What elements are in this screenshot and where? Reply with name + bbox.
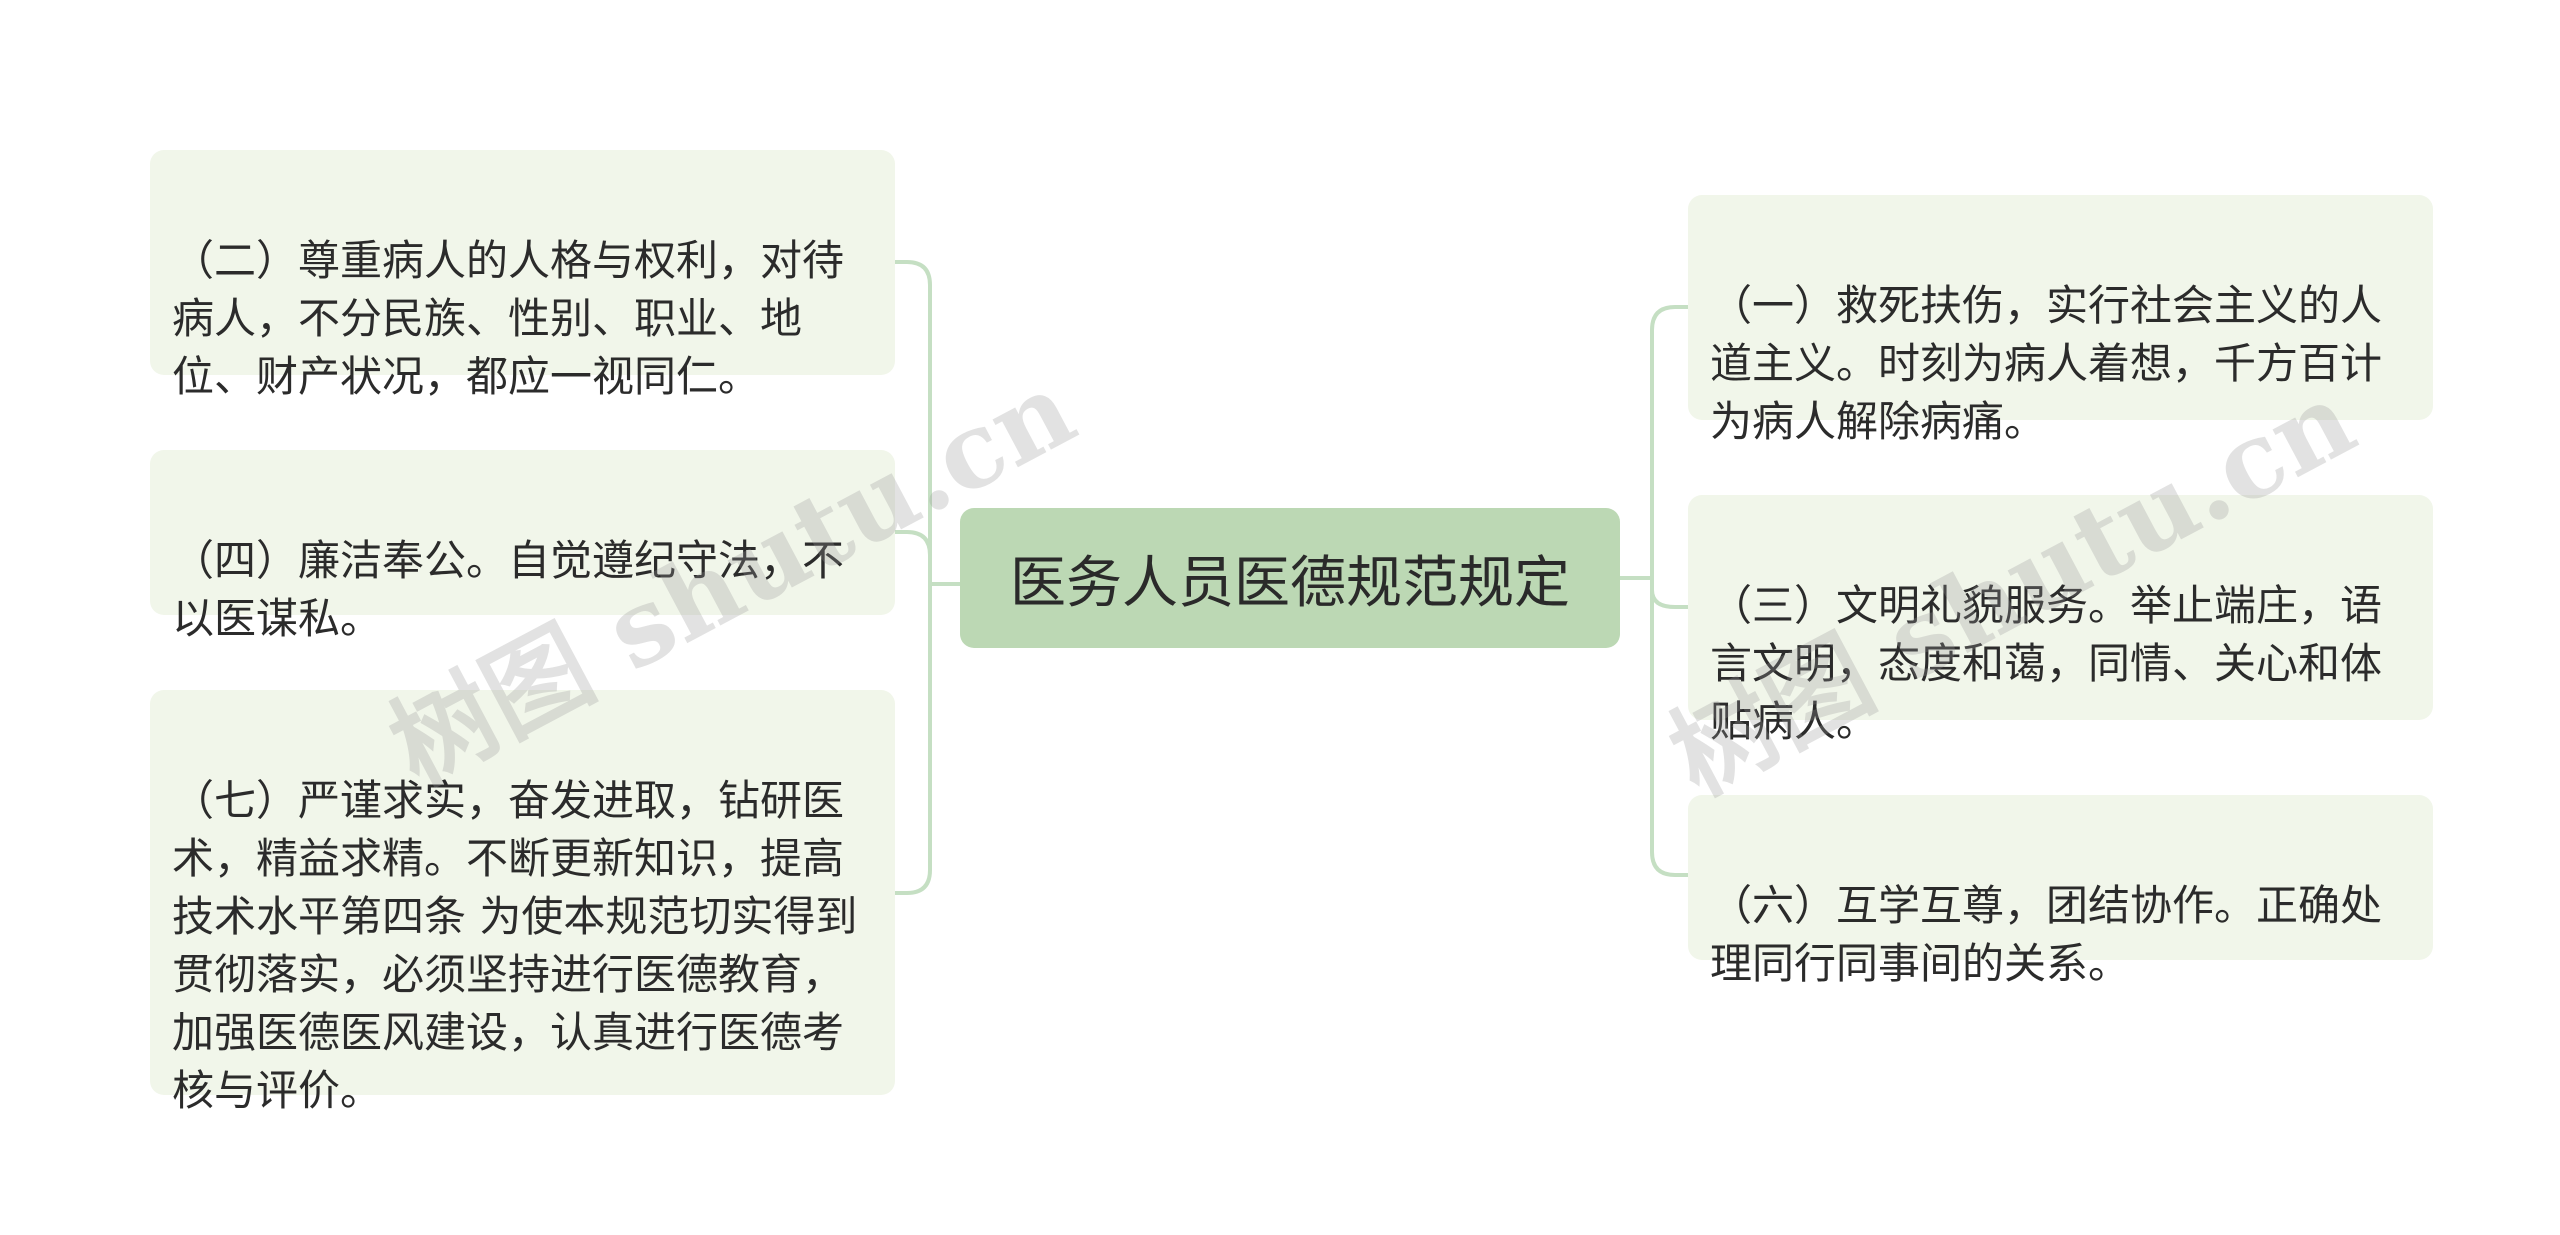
right-topic-3[interactable]: （六）互学互尊，团结协作。正确处理同行同事间的关系。 [1688, 795, 2433, 988]
right-topic-1[interactable]: （一）救死扶伤，实行社会主义的人道主义。时刻为病人着想，千方百计为病人解除病痛。 [1688, 195, 2433, 446]
connector-left-1 [893, 260, 932, 586]
left-topic-2-text: （四）廉洁奉公。自觉遵纪守法，不以医谋私。 [172, 536, 845, 643]
root-topic[interactable]: 医务人员医德规范规定 [960, 508, 1620, 648]
connector-right-1 [1650, 305, 1690, 580]
root-topic-label: 医务人员医德规范规定 [1010, 550, 1570, 616]
right-topic-3-text: （六）互学互尊，团结协作。正确处理同行同事间的关系。 [1710, 881, 2383, 988]
left-topic-1[interactable]: （二）尊重病人的人格与权利，对待病人，不分民族、性别、职业、地位、财产状况，都应… [150, 150, 895, 401]
right-topic-2[interactable]: （三）文明礼貌服务。举止端庄，语言文明，态度和蔼，同情、关心和体贴病人。 [1688, 495, 2433, 746]
connector-right-2 [1650, 576, 1690, 609]
connector-right-3 [1650, 576, 1690, 877]
connector-left-2 [893, 530, 932, 586]
left-topic-3-text: （七）严谨求实，奋发进取，钻研医术，精益求精。不断更新知识，提高技术水平第四条 … [172, 776, 858, 1115]
connector-left-3 [893, 582, 932, 895]
left-topic-2[interactable]: （四）廉洁奉公。自觉遵纪守法，不以医谋私。 [150, 450, 895, 643]
right-topic-2-text: （三）文明礼貌服务。举止端庄，语言文明，态度和蔼，同情、关心和体贴病人。 [1710, 581, 2383, 746]
left-topic-3[interactable]: （七）严谨求实，奋发进取，钻研医术，精益求精。不断更新知识，提高技术水平第四条 … [150, 690, 895, 1115]
left-topic-1-text: （二）尊重病人的人格与权利，对待病人，不分民族、性别、职业、地位、财产状况，都应… [172, 236, 845, 401]
right-topic-1-text: （一）救死扶伤，实行社会主义的人道主义。时刻为病人着想，千方百计为病人解除病痛。 [1710, 281, 2383, 446]
